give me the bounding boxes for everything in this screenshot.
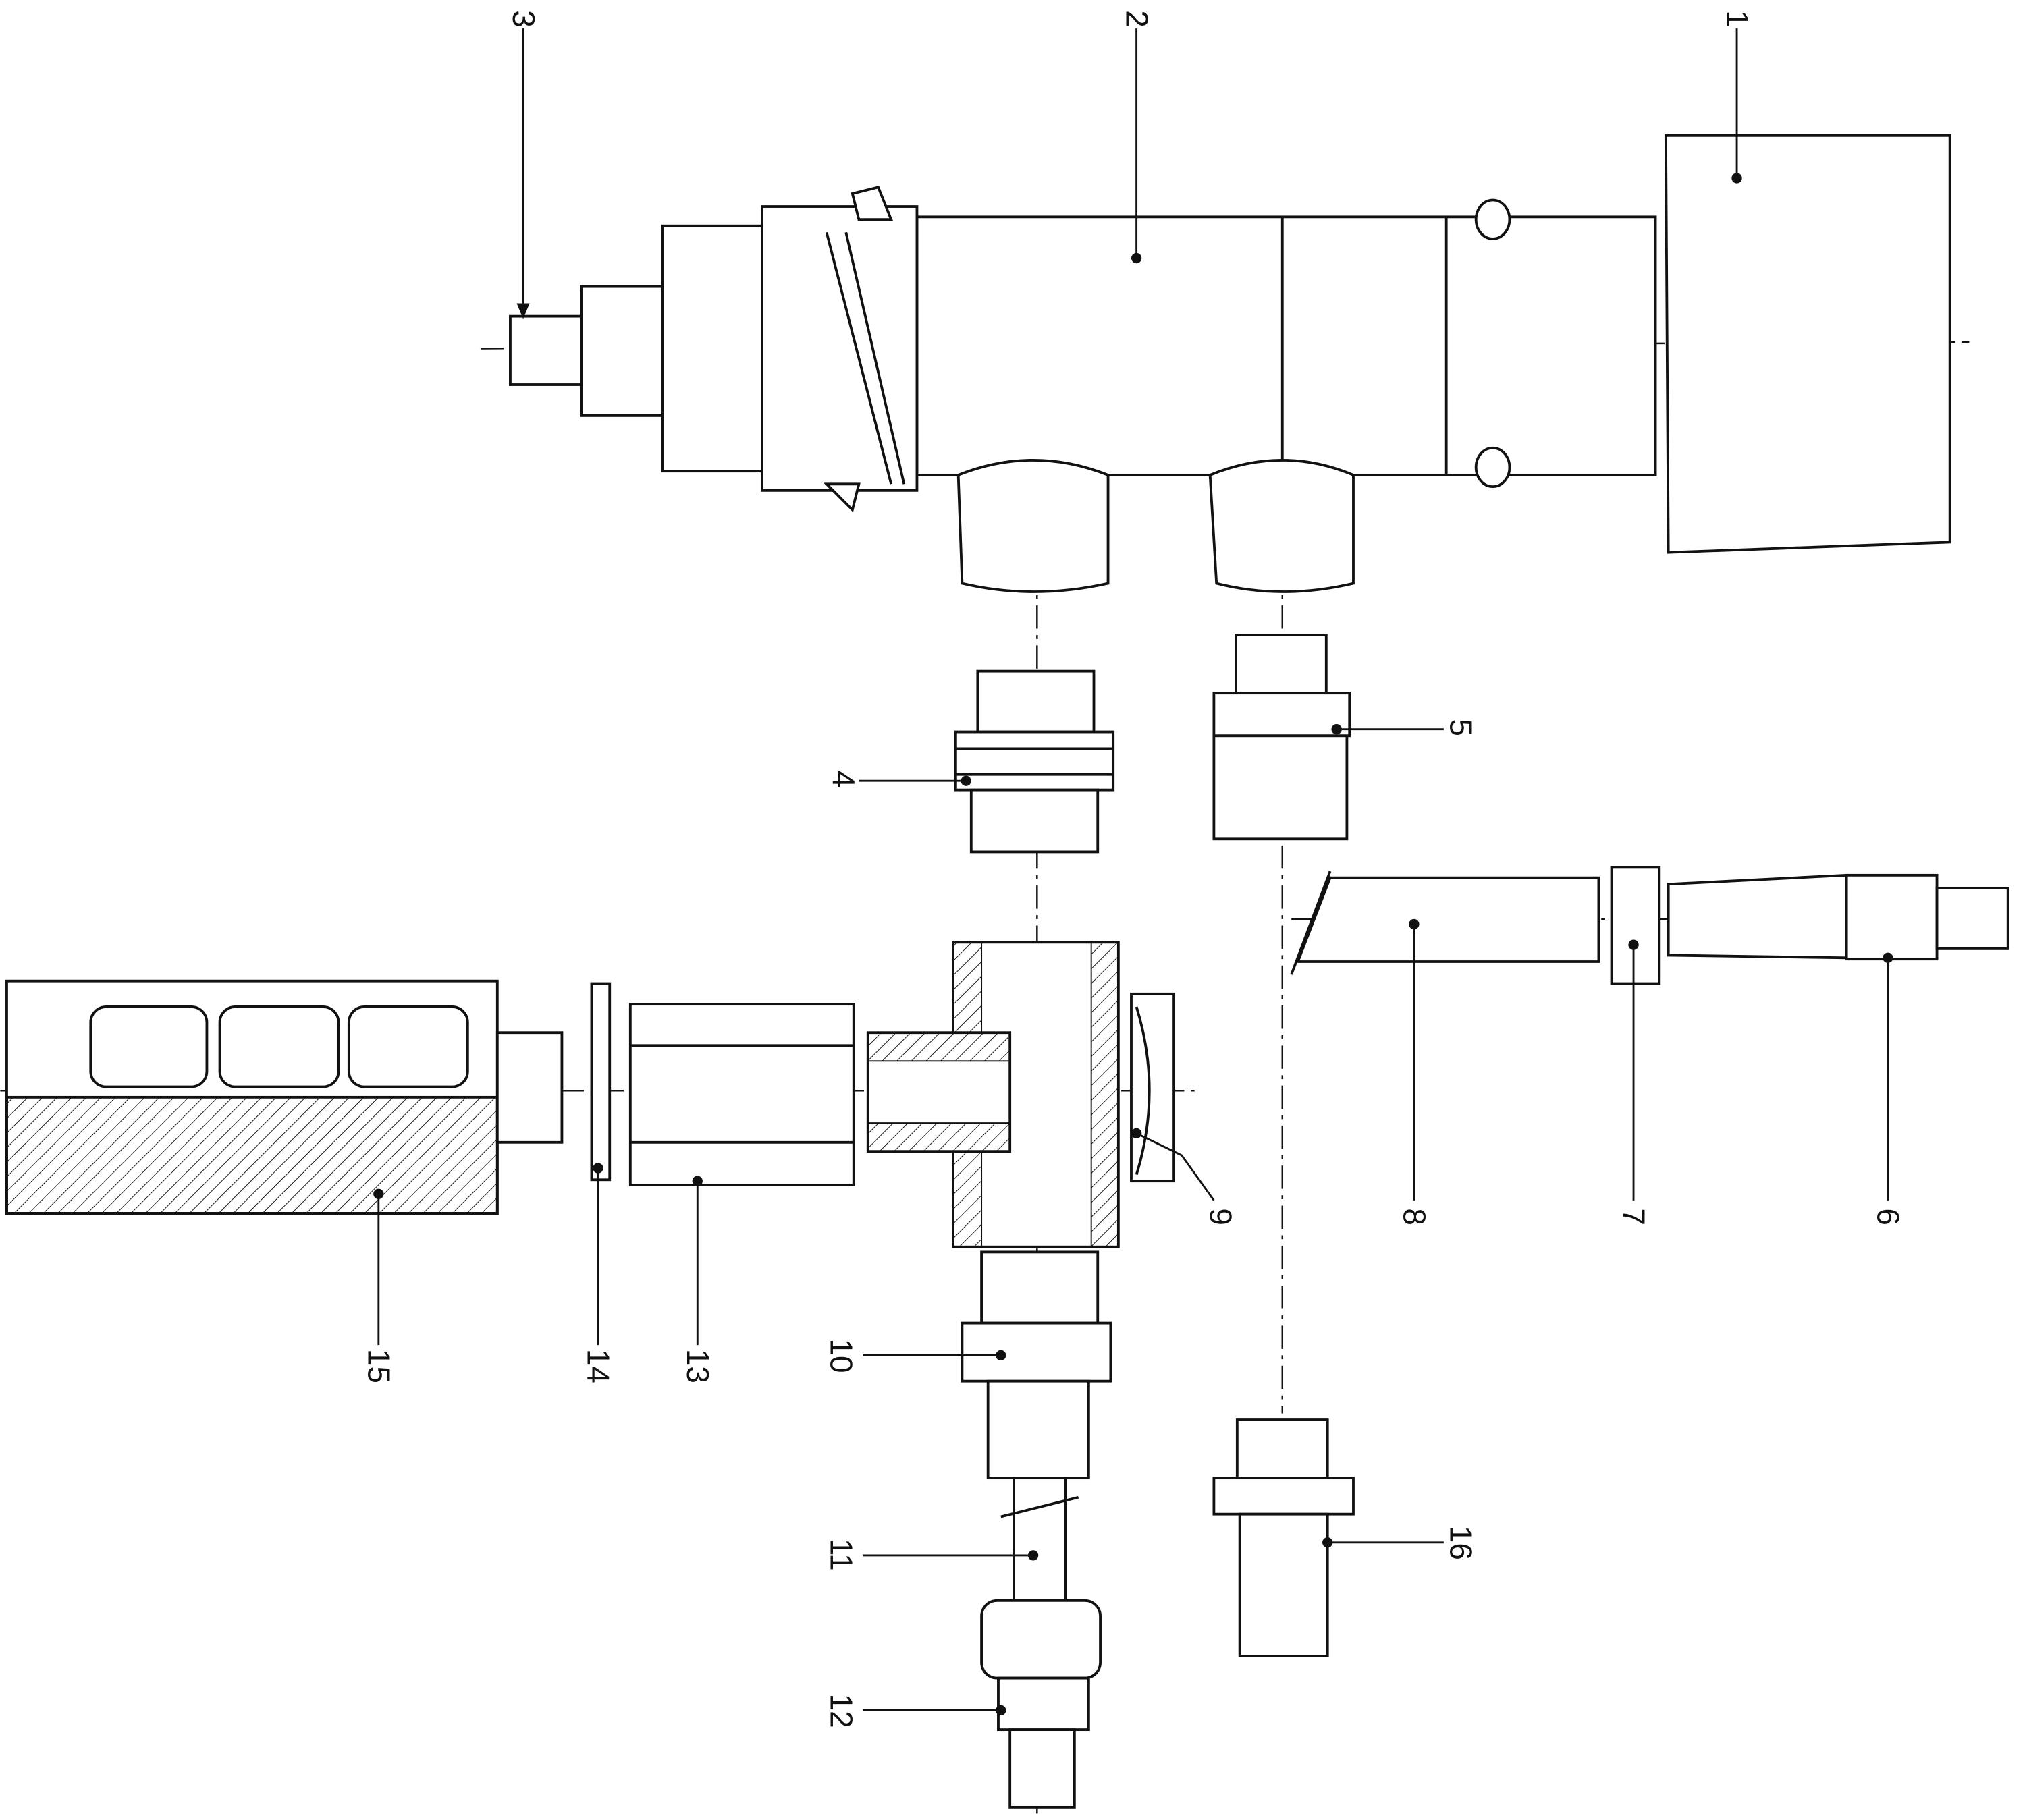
callout-label: 10 — [824, 1339, 859, 1373]
callout-label: 1 — [1720, 10, 1755, 28]
callout-14: 14 — [581, 1163, 616, 1383]
part-10-adapter — [961, 1250, 1112, 1480]
part-4-nipple — [954, 669, 1115, 854]
callout-10: 10 — [824, 1339, 1006, 1373]
part-7-clamp — [1610, 866, 1661, 985]
part-16-plug — [1212, 1418, 1355, 1657]
part-2-body — [509, 186, 1657, 593]
part-13-nut — [628, 1003, 855, 1186]
callout-5: 5 — [1331, 719, 1478, 736]
callout-8: 8 — [1397, 918, 1432, 1225]
callout-16: 16 — [1322, 1526, 1478, 1560]
callout-1: 1 — [1720, 10, 1755, 184]
callout-15: 15 — [362, 1188, 397, 1383]
callout-label: 8 — [1397, 1208, 1432, 1225]
part-8-hose — [1290, 871, 1600, 975]
callout-2: 2 — [1119, 10, 1154, 264]
callout-label: 2 — [1119, 10, 1154, 28]
part-14-seal — [590, 982, 612, 1182]
callout-9: 9 — [1131, 1128, 1239, 1225]
callout-label: 4 — [826, 771, 861, 788]
callout-7: 7 — [1617, 939, 1652, 1225]
part-9-tee — [866, 941, 1176, 1248]
callout-6: 6 — [1871, 952, 1906, 1225]
part-15-silencer — [5, 979, 564, 1215]
part-5-adapter — [1212, 634, 1351, 841]
callout-11: 11 — [824, 1539, 1039, 1571]
callout-3: 3 — [506, 10, 541, 319]
callout-label: 6 — [1871, 1208, 1906, 1225]
callout-label: 11 — [824, 1539, 859, 1571]
callout-label: 3 — [506, 10, 541, 28]
callout-label: 12 — [824, 1694, 859, 1728]
callout-label: 7 — [1617, 1208, 1652, 1225]
callout-label: 5 — [1443, 719, 1478, 736]
callout-13: 13 — [680, 1176, 716, 1383]
callout-label: 16 — [1443, 1526, 1478, 1560]
part-12-plug — [980, 1599, 1102, 1809]
part-6-coupling-plug — [1667, 873, 2009, 961]
callout-4: 4 — [826, 771, 971, 788]
part-11-tube — [1000, 1477, 1079, 1602]
callout-label: 15 — [362, 1349, 397, 1383]
callout-label: 14 — [581, 1349, 616, 1383]
part-1-box — [1664, 134, 1951, 554]
callout-label: 9 — [1204, 1208, 1239, 1225]
callout-12: 12 — [824, 1694, 1006, 1728]
callout-label: 13 — [680, 1349, 716, 1383]
